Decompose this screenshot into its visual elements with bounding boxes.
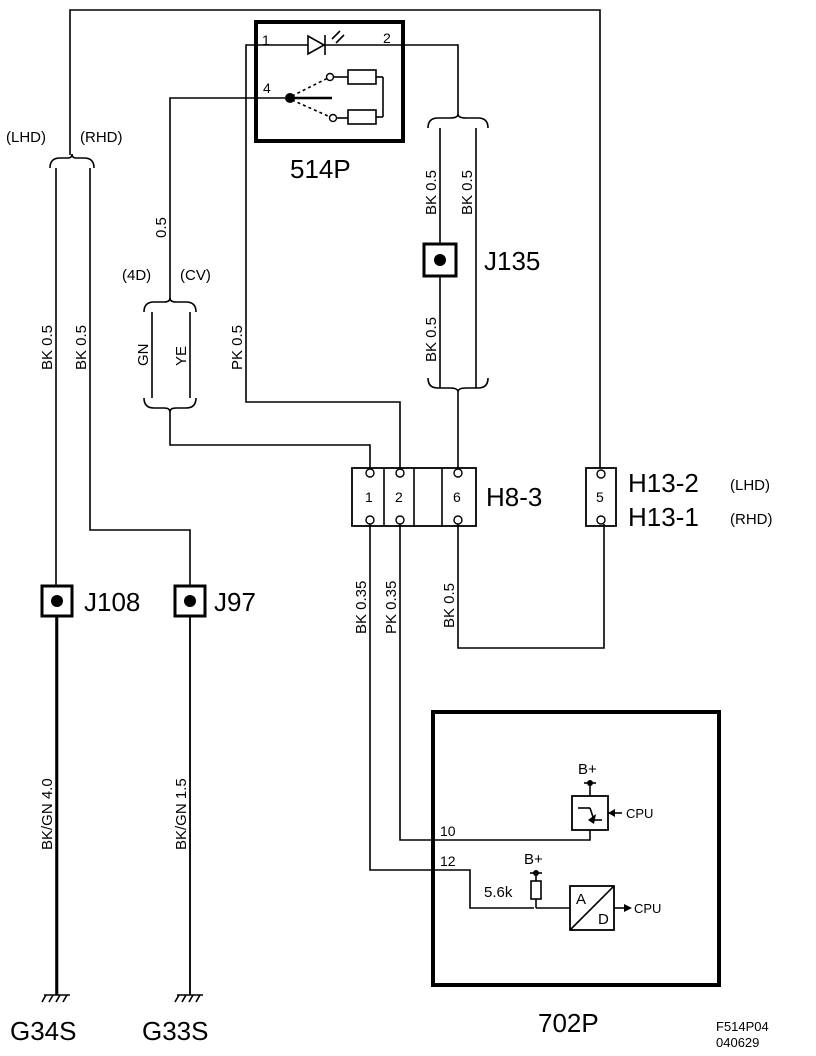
resistor-icon bbox=[530, 880, 542, 900]
wire-label-pk05: PK 0.5 bbox=[229, 325, 246, 370]
switch-514p-label: 514P bbox=[290, 154, 351, 184]
wire-label-bkgn40: BK/GN 4.0 bbox=[39, 778, 56, 850]
cpu-top: CPU bbox=[626, 806, 653, 821]
cpu-bottom: CPU bbox=[634, 901, 661, 916]
switch-514p-box bbox=[254, 20, 405, 143]
variant-4d: (4D) bbox=[122, 267, 151, 284]
connector-h8-3: 1 2 6 H8-3 bbox=[351, 467, 542, 527]
ground-icon-g34s bbox=[41, 994, 70, 1003]
variant-cv: (CV) bbox=[180, 267, 211, 284]
splice-j108-label: J108 bbox=[84, 587, 140, 617]
splice-j97: J97 bbox=[173, 584, 256, 618]
adc-d: D bbox=[598, 911, 609, 928]
led-icon bbox=[268, 30, 396, 56]
module-702p-box bbox=[431, 710, 721, 987]
connector-h13-2-label: H13-2 bbox=[628, 468, 699, 498]
connector-h13-1-label: H13-1 bbox=[628, 502, 699, 532]
pin-h8-6: 6 bbox=[453, 489, 461, 505]
connector-h13-1-variant: (RHD) bbox=[730, 511, 773, 528]
ground-g34s-label: G34S bbox=[10, 1016, 77, 1046]
wire-label-05: 0.5 bbox=[153, 217, 170, 238]
adc-a: A bbox=[576, 891, 586, 908]
pin-h8-1: 1 bbox=[365, 489, 373, 505]
ground-icon-g33s bbox=[174, 994, 203, 1003]
resistor-value: 5.6k bbox=[484, 884, 513, 901]
figure-id-line1: F514P04 bbox=[716, 1019, 769, 1034]
wire-label-pk035: PK 0.35 bbox=[383, 581, 400, 634]
pin-sw-4: 4 bbox=[263, 80, 271, 96]
module-702p: 10 12 B+ CPU B+ 5.6k bbox=[431, 710, 721, 1038]
switch-514p: 1 2 4 514P bbox=[254, 20, 405, 184]
wire-h8-1-to-702p bbox=[369, 524, 534, 909]
wire-label-bk05-c: BK 0.5 bbox=[423, 170, 440, 215]
pin-m-10: 10 bbox=[440, 823, 456, 839]
wire-label-bk035: BK 0.35 bbox=[353, 581, 370, 634]
wire-pin1 bbox=[245, 44, 401, 468]
connector-h8-3-label: H8-3 bbox=[486, 482, 542, 512]
wire-label-bk05-e: BK 0.5 bbox=[423, 317, 440, 362]
wire-label-bk05-f: BK 0.5 bbox=[441, 583, 458, 628]
splice-j97-label: J97 bbox=[214, 587, 256, 617]
wire-to-h8-1 bbox=[169, 412, 371, 468]
splice-j108: J108 bbox=[40, 584, 140, 618]
rotary-switch-icon bbox=[285, 69, 384, 125]
wire-label-bkgn15: BK/GN 1.5 bbox=[173, 778, 190, 850]
lhd-tag-left: (LHD) bbox=[6, 129, 46, 146]
module-702p-label: 702P bbox=[538, 1008, 599, 1038]
wire-h8-2-to-702p bbox=[399, 524, 591, 841]
pin-h8-2: 2 bbox=[395, 489, 403, 505]
splice-j135: J135 bbox=[422, 242, 540, 278]
figure-id-line2: 040629 bbox=[716, 1035, 759, 1050]
wire-label-ye: YE bbox=[173, 346, 190, 366]
bplus-top: B+ bbox=[578, 761, 597, 778]
rhd-tag-left: (RHD) bbox=[80, 129, 123, 146]
connector-h13: 5 H13-2 (LHD) H13-1 (RHD) bbox=[585, 467, 773, 532]
lhd-rhd-bracket: (LHD) (RHD) bbox=[6, 129, 123, 169]
wire-g33s bbox=[89, 168, 191, 995]
wire-pin2 bbox=[396, 44, 459, 115]
pin-m-12: 12 bbox=[440, 853, 456, 869]
pin-sw-2: 2 bbox=[383, 30, 391, 46]
pin-h13-5: 5 bbox=[596, 489, 604, 505]
wire-label-bk05-d: BK 0.5 bbox=[459, 170, 476, 215]
wire-top-loop bbox=[69, 9, 601, 468]
wire-label-bk05-b: BK 0.5 bbox=[73, 325, 90, 370]
splice-j135-label: J135 bbox=[484, 246, 540, 276]
ground-g33s-label: G33S bbox=[142, 1016, 209, 1046]
wire-label-gn: GN bbox=[135, 344, 152, 367]
driver-block: B+ CPU bbox=[571, 761, 653, 831]
adc-block: B+ 5.6k A D CPU bbox=[484, 851, 661, 931]
wire-label-bk05-a: BK 0.5 bbox=[39, 325, 56, 370]
pin-sw-1: 1 bbox=[262, 32, 270, 48]
4d-cv-bracket: (4D) (CV) GN YE bbox=[122, 267, 211, 413]
bplus-bottom: B+ bbox=[524, 851, 543, 868]
wire-h8-6-to-h13 bbox=[457, 524, 605, 649]
connector-h13-2-variant: (LHD) bbox=[730, 477, 770, 494]
